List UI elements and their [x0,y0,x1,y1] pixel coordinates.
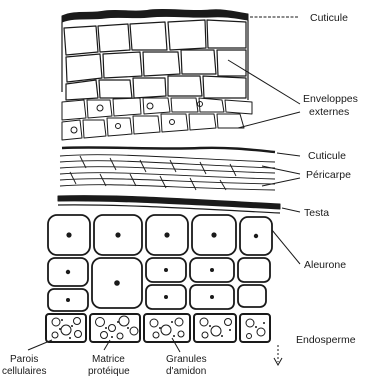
leader-lines [28,17,300,365]
label-testa: Testa [304,207,329,219]
label-matrice-line2: protéique [88,366,130,377]
leader-parois [28,340,52,350]
leader-granules [172,338,180,352]
outer-envelope-cells [62,20,248,100]
leader-cuticule-mid [277,153,300,156]
label-matrice-line1: Matrice [92,354,125,365]
leader-aleurone [272,230,300,264]
outer-envelope-small-cells [62,98,252,140]
aleurone-cells [48,215,272,311]
middle-cuticle-line [62,147,275,152]
label-granules-line2: d'amidon [166,366,206,377]
leader-testa [282,208,300,212]
tissue-drawing [46,9,280,342]
label-cuticule-top: Cuticule [310,12,348,24]
label-aleurone: Aleurone [304,259,346,271]
label-pericarpe: Péricarpe [306,169,351,181]
label-enveloppes-line2: externes [309,106,349,118]
label-cuticule-mid: Cuticule [308,150,346,162]
pericarp-layers [60,155,275,190]
label-parois-line1: Parois [10,354,38,365]
label-granules-line1: Granules [166,354,207,365]
leader-enveloppes-2 [238,112,300,128]
label-enveloppes-line1: Enveloppes [303,93,358,105]
label-parois-line2: cellulaires [2,366,46,377]
label-endosperme: Endosperme [296,334,356,346]
starch-granules [52,316,265,339]
